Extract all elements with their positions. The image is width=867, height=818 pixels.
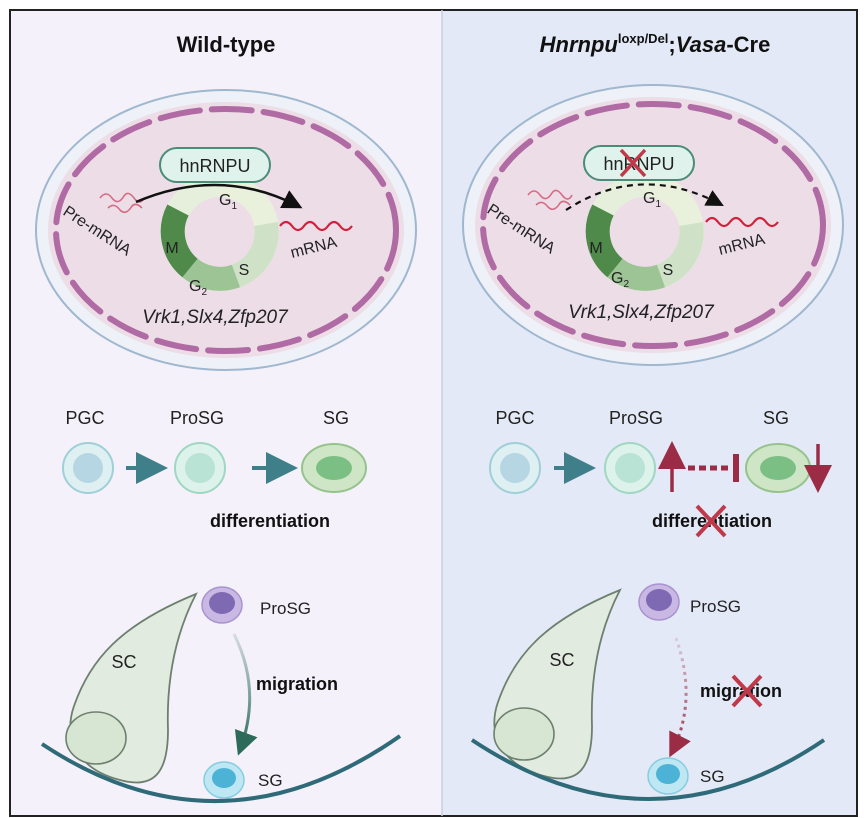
right-sertoli-nucleus — [493, 707, 555, 761]
right-enzyme-label: hnRNPU — [603, 154, 674, 174]
left-phase-g1: G1 — [219, 192, 237, 212]
left-enzyme-label: hnRNPU — [179, 156, 250, 176]
left-label-sg: SG — [323, 408, 349, 428]
left-differentiation-label: differentiation — [210, 511, 330, 531]
left-phase-s: S — [239, 262, 250, 279]
right-sg-nucleus — [760, 456, 796, 480]
right-pre-mrna-squiggle — [527, 189, 573, 211]
left-genes: Vrk1,Slx4,Zfp207 — [142, 307, 289, 328]
left-enzyme-box — [159, 147, 271, 183]
left-phase-g2: G2 — [189, 278, 207, 298]
left-nuclear-envelope — [53, 106, 399, 354]
right-label-prosg: ProSG — [609, 408, 663, 428]
right-genes: Vrk1,Slx4,Zfp207 — [568, 302, 715, 323]
right-phase-g1: G1 — [643, 190, 661, 210]
right-differentiation-cross-icon — [695, 504, 727, 538]
right-label-pgc: PGC — [495, 408, 534, 428]
right-migration-cross-icon — [731, 674, 763, 708]
right-niche-prosg-label: ProSG — [690, 597, 741, 616]
right-phase-g2: G2 — [611, 270, 629, 290]
left-phase-m: M — [165, 240, 178, 257]
right-cell-cycle-ring: G1 M G2 S — [585, 173, 704, 291]
left-label-sc: SC — [111, 652, 136, 672]
left-sg-nucleus — [316, 456, 352, 480]
left-basement-membrane — [40, 734, 402, 804]
right-title: Hnrnpuloxp/Del;Vasa-Cre — [540, 31, 771, 57]
left-sertoli-nucleus — [65, 711, 127, 765]
left-label-prosg: ProSG — [170, 408, 224, 428]
left-panel: Wild-type G1 M G2 S hnRNPU Pre-mRNA mRNA — [35, 32, 417, 804]
right-enzyme-cross-icon — [619, 148, 647, 178]
left-migration-label: migration — [256, 674, 338, 694]
frame-border — [9, 9, 858, 817]
left-mrna-squiggle — [279, 220, 353, 232]
right-mrna-squiggle — [705, 216, 779, 228]
left-processing-arrow — [135, 183, 303, 209]
left-migration-arrow — [232, 633, 258, 756]
right-label-sg: SG — [763, 408, 789, 428]
left-label-pgc: PGC — [65, 408, 104, 428]
right-enzyme-box — [583, 145, 695, 181]
left-pgc-nucleus — [73, 453, 103, 483]
right-nuclear-envelope — [480, 101, 826, 349]
right-phase-m: M — [589, 240, 602, 257]
left-niche-sg-label: SG — [258, 771, 283, 790]
left-niche-prosg-label: ProSG — [260, 599, 311, 618]
right-niche-prosg-nucleus — [646, 589, 672, 611]
right-migration-arrow-blocked — [669, 637, 691, 758]
left-cell-cycle-ring: G1 M G2 S — [160, 173, 279, 298]
left-title: Wild-type — [177, 32, 276, 57]
right-pgc-nucleus — [500, 453, 530, 483]
right-migration-label: migration — [700, 681, 782, 701]
right-prosg-nucleus — [615, 453, 645, 483]
right-panel: Hnrnpuloxp/Del;Vasa-Cre G1 M G2 S hnRNPU… — [462, 31, 844, 801]
right-processing-arrow-blocked — [565, 183, 724, 211]
left-prosg-nucleus — [185, 453, 215, 483]
right-niche-sg-nucleus — [656, 764, 680, 784]
right-phase-s: S — [663, 262, 674, 279]
right-label-sc: SC — [549, 650, 574, 670]
right-basement-membrane — [470, 738, 826, 801]
right-niche-sg-label: SG — [700, 767, 725, 786]
left-niche-sg-nucleus — [212, 768, 236, 788]
left-niche-prosg-nucleus — [209, 592, 235, 614]
